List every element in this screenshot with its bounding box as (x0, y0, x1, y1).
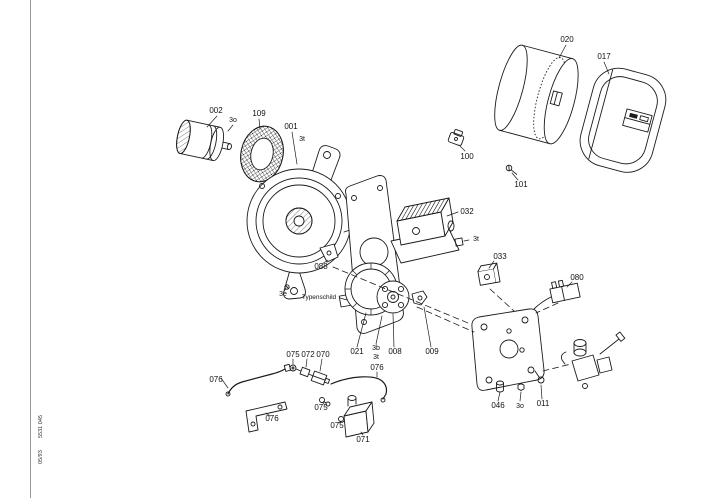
label-076-pipe-left: 076 (209, 375, 223, 384)
label-101: 101 (514, 180, 528, 189)
nipple-072 (299, 366, 311, 378)
label-3b: 3b (372, 345, 380, 352)
label-100: 100 (460, 152, 474, 161)
connector-080 (533, 279, 581, 310)
margin-text-top: 5531 045 (38, 415, 44, 438)
label-3e: 3e (279, 291, 287, 298)
label-020: 020 (560, 35, 574, 44)
screw-101 (505, 164, 518, 175)
label-032: 032 (460, 207, 474, 216)
control-unit-032 (390, 197, 460, 264)
label-002: 002 (209, 106, 223, 115)
label-008: 008 (388, 347, 402, 356)
label-076-bracket: 076 (265, 414, 279, 423)
bolt-011 (534, 370, 545, 384)
bracket-076 (245, 401, 288, 433)
label-072: 072 (301, 350, 315, 359)
drum-020 (494, 44, 579, 145)
motor-002 (176, 119, 232, 162)
union-075-a (289, 364, 302, 372)
nut-3o (517, 383, 525, 391)
label-011: 011 (537, 399, 550, 408)
label-001: 001 (284, 122, 298, 131)
label-033: 033 (493, 252, 507, 261)
label-071: 071 (356, 435, 370, 444)
label-3t-coupling: 3t (473, 236, 479, 243)
pump-valve-assembly (561, 331, 626, 389)
label-046: 046 (491, 401, 505, 410)
clamp-100 (447, 129, 465, 146)
label-3t-hub: 3t (373, 354, 379, 361)
union-075-b (319, 397, 331, 407)
label-3o-motor: 3o (229, 117, 237, 124)
damper-plate (471, 308, 545, 391)
margin-text-bottom: 05/93 (38, 450, 44, 464)
label-070: 070 (316, 350, 330, 359)
oil-pipe-076-right (330, 376, 388, 403)
label-009: 009 (425, 347, 439, 356)
oil-pipe-076-left (225, 363, 292, 397)
screw-3e (284, 284, 290, 290)
label-075-b: 075 (314, 403, 328, 412)
label-3t-housing: 3t (299, 136, 305, 143)
solenoid-071 (343, 395, 375, 438)
display-window (622, 108, 653, 133)
label-075-c: 075 (330, 421, 344, 430)
margin-text: 5531 045 05/93 (38, 415, 44, 464)
label-088: 088 (314, 262, 328, 271)
hood-017 (579, 67, 667, 173)
filter-elbow-070 (308, 370, 331, 386)
gasket-109 (240, 125, 284, 183)
terminal-ribs (401, 198, 445, 221)
label-017: 017 (597, 52, 611, 61)
label-021: 021 (350, 347, 364, 356)
pump-hub-008 (376, 280, 410, 314)
label-109: 109 (252, 109, 266, 118)
bracket-088 (319, 243, 339, 263)
label-typenschild: Typenschild (302, 294, 337, 301)
label-3o-plate: 3o (516, 403, 524, 410)
label-080: 080 (570, 273, 584, 282)
label-076-pipe-right: 076 (370, 363, 384, 372)
leader-lines (206, 44, 610, 436)
label-075-a: 075 (286, 350, 300, 359)
assembly-axis-lines (332, 266, 572, 372)
coupling-3t (454, 237, 464, 247)
part-number-labels: 020 017 100 101 002 3o 109 001 3t 032 3t… (209, 35, 611, 444)
block-033 (477, 262, 501, 286)
